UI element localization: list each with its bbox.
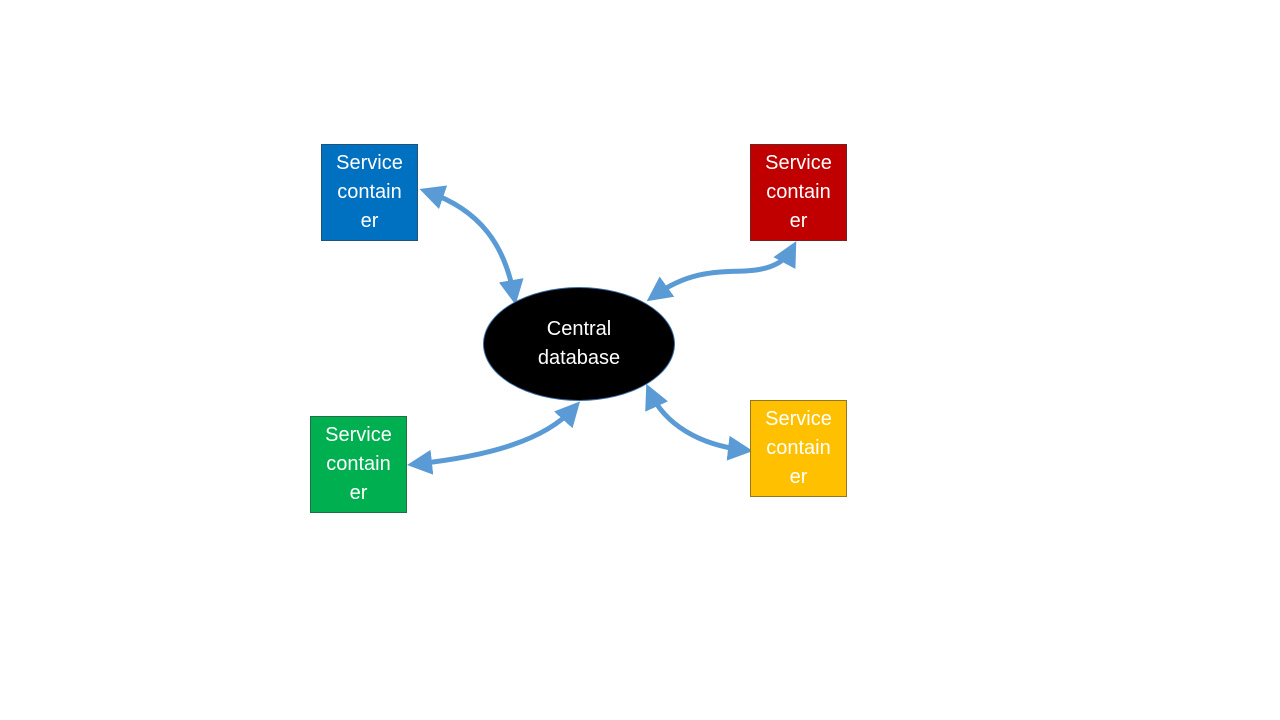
central-database-label: Central database (537, 318, 621, 369)
central-database: Central database (483, 287, 675, 401)
arrow-red-to-database (646, 241, 797, 302)
arrow-green-to-database (407, 401, 581, 475)
service-container-yellow-label: Service contain er (765, 408, 832, 488)
arrow-yellow-to-database (645, 383, 753, 461)
service-container-yellow: Service contain er (750, 400, 847, 497)
service-container-green: Service contain er (310, 416, 407, 513)
service-container-blue-label: Service contain er (336, 152, 403, 232)
service-container-red-label: Service contain er (765, 152, 832, 232)
service-container-blue: Service contain er (321, 144, 418, 241)
service-container-red: Service contain er (750, 144, 847, 241)
service-container-green-label: Service contain er (325, 424, 392, 504)
arrow-blue-to-database (419, 185, 524, 305)
